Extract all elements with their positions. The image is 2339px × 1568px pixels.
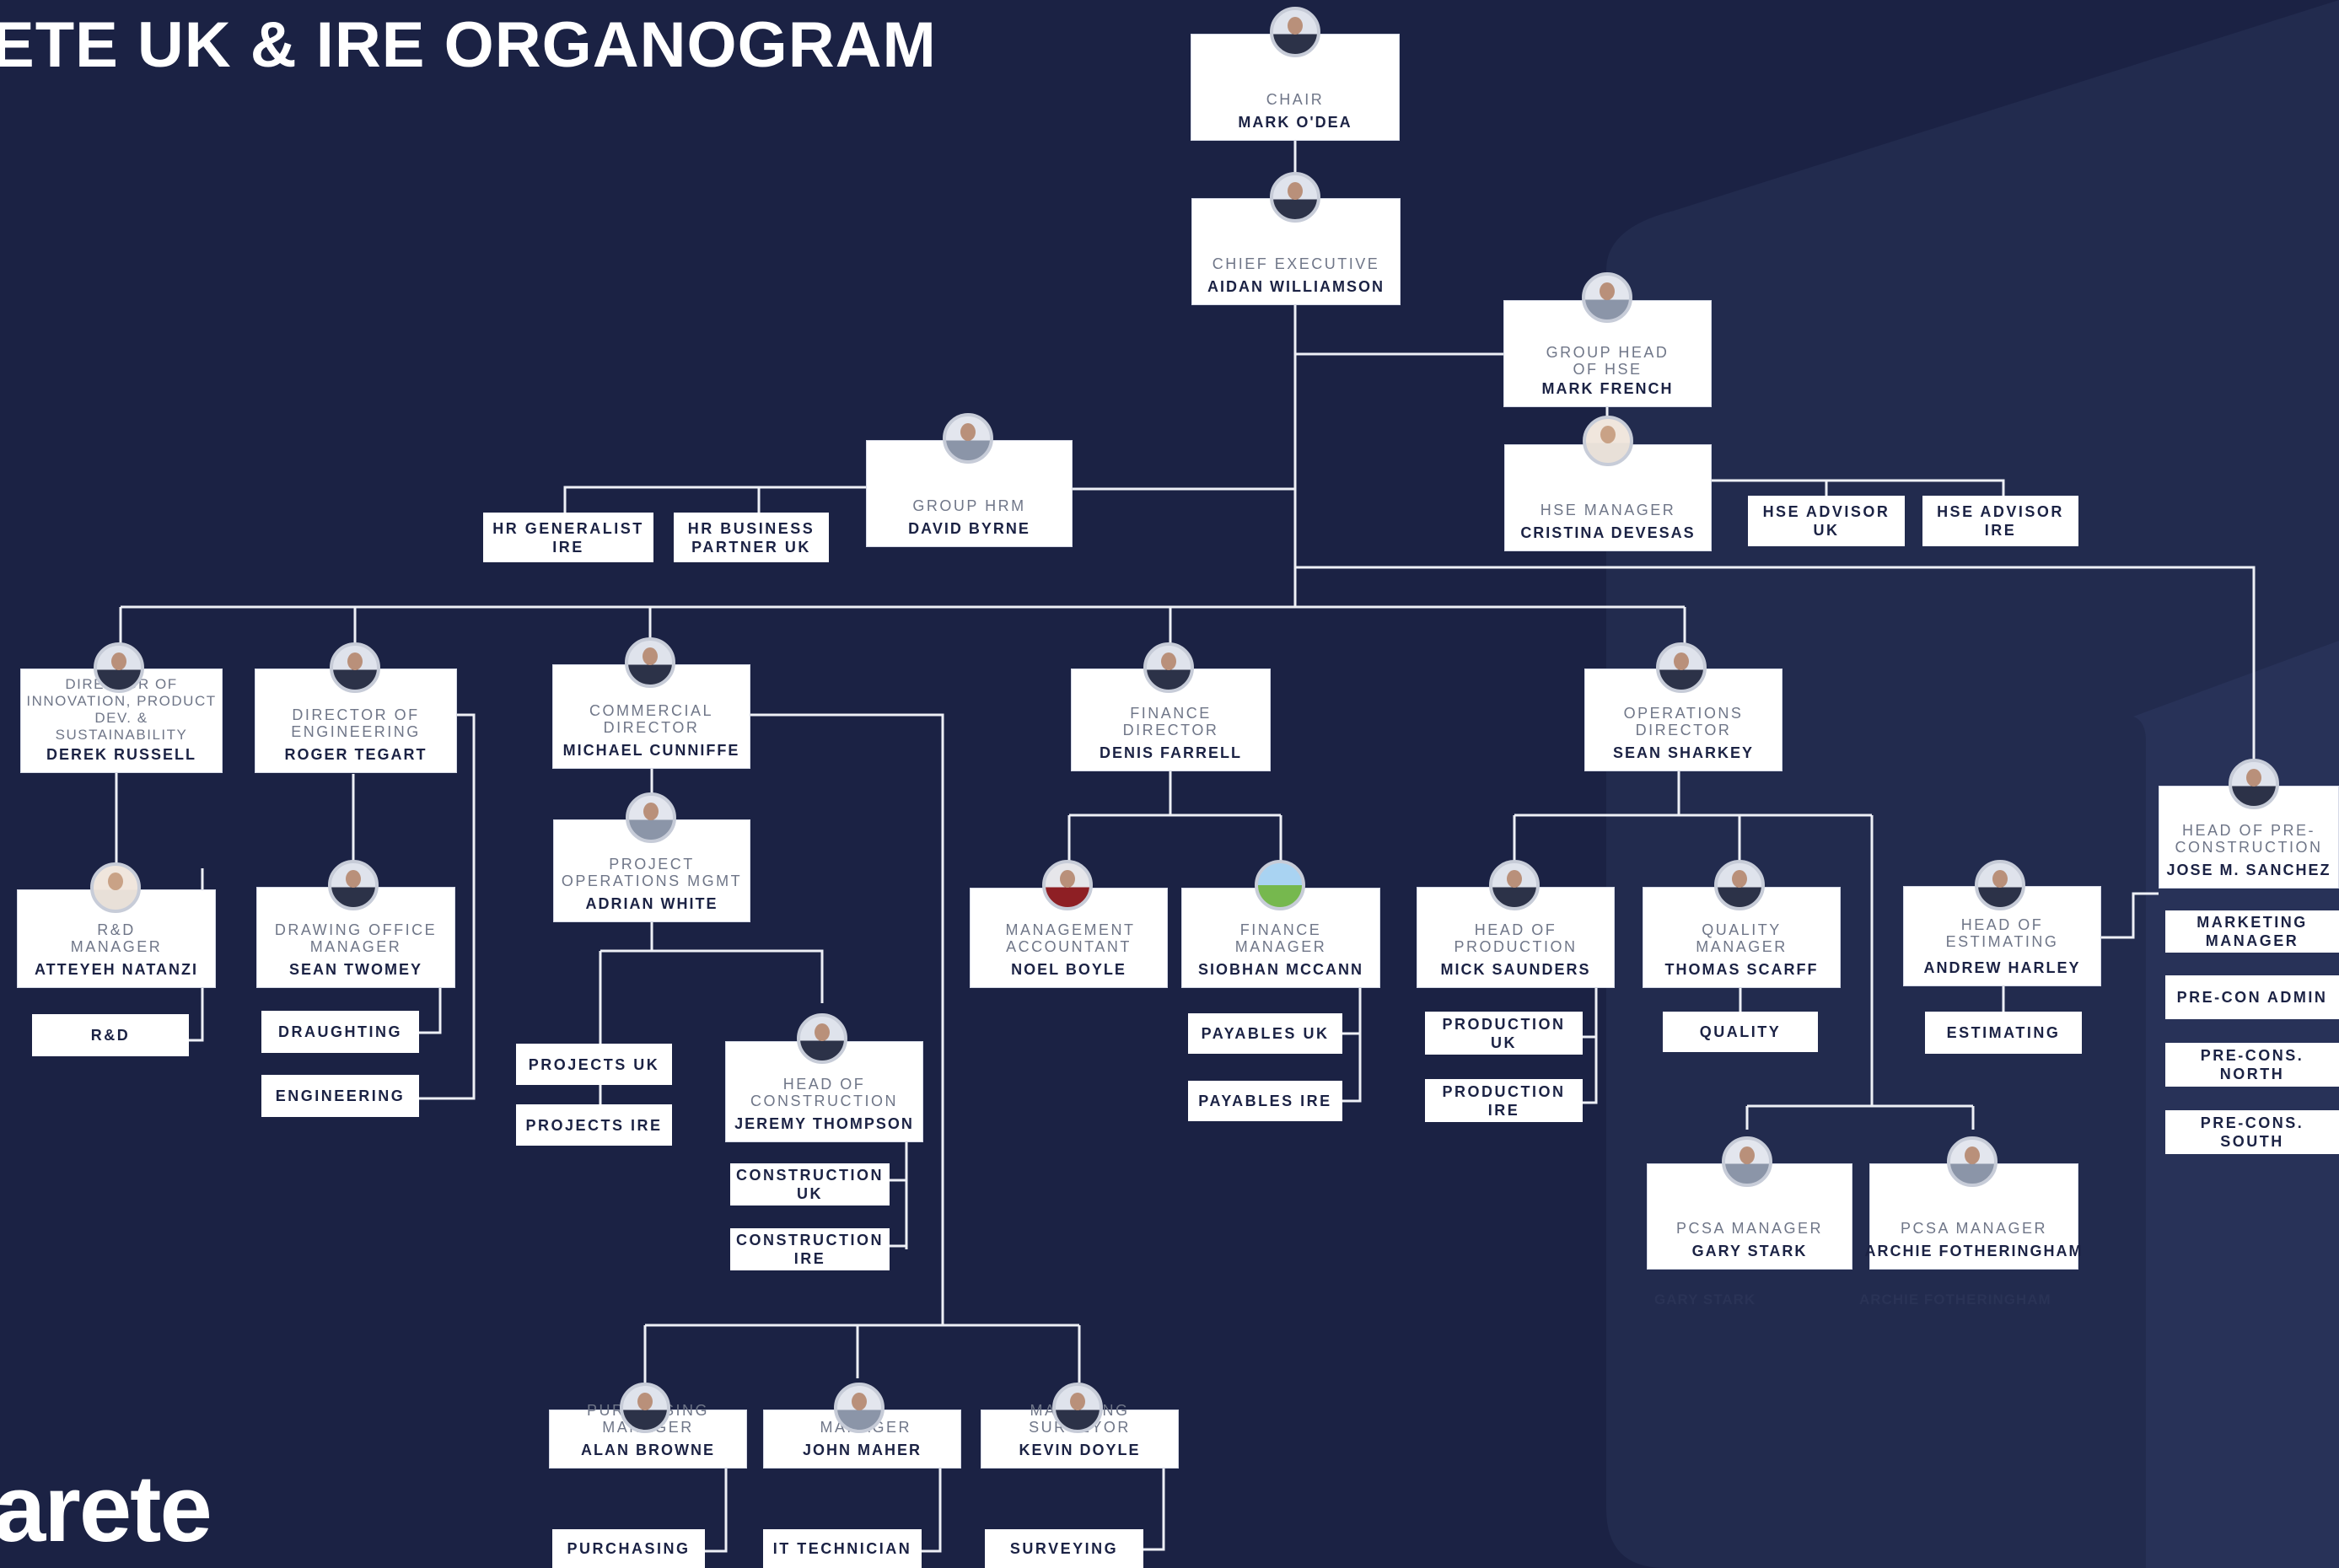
- box-payables-uk: PAYABLES UK: [1188, 1013, 1342, 1054]
- card-commercial-director: COMMERCIAL DIRECTOR MICHAEL CUNNIFFE: [552, 664, 750, 769]
- avatar: [1270, 7, 1320, 57]
- box-it-technician: IT TECHNICIAN: [763, 1529, 922, 1568]
- box-hse-advisor-uk: HSE ADVISOR UK: [1748, 496, 1905, 546]
- box-hr-business-partner: HR BUSINESS PARTNER UK: [674, 513, 829, 562]
- box-payables-ire: PAYABLES IRE: [1188, 1081, 1342, 1121]
- avatar: [625, 637, 675, 688]
- avatar: [328, 860, 379, 910]
- box-precons-north: PRE-CONS. NORTH: [2165, 1043, 2339, 1087]
- avatar: [1255, 860, 1305, 910]
- card-ceo: CHIEF EXECUTIVE AIDAN WILLIAMSON: [1191, 198, 1401, 305]
- box-draughting: DRAUGHTING: [261, 1011, 419, 1053]
- box-projects-ire: PROJECTS IRE: [516, 1104, 672, 1146]
- box-precon-admin: PRE-CON ADMIN: [2165, 975, 2339, 1019]
- avatar: [1052, 1383, 1103, 1433]
- ghost-label: ARCHIE FOTHERINGHAM: [1859, 1291, 2051, 1308]
- page-title: ETE UK & IRE ORGANOGRAM: [0, 9, 937, 81]
- box-construction-uk: CONSTRUCTION UK: [730, 1163, 890, 1206]
- box-precons-south: PRE-CONS. SOUTH: [2165, 1110, 2339, 1154]
- avatar: [834, 1383, 885, 1433]
- avatar: [90, 862, 141, 913]
- avatar: [2229, 759, 2279, 809]
- box-engineering: ENGINEERING: [261, 1075, 419, 1117]
- card-head-production: HEAD OF PRODUCTION MICK SAUNDERS: [1417, 887, 1615, 988]
- box-estimating: ESTIMATING: [1925, 1012, 2082, 1054]
- avatar: [330, 642, 380, 693]
- box-projects-uk: PROJECTS UK: [516, 1044, 672, 1085]
- avatar: [620, 1383, 670, 1433]
- card-head-estimating: HEAD OF ESTIMATING ANDREW HARLEY: [1903, 886, 2101, 986]
- ghost-label: GARY STARK: [1654, 1291, 1756, 1308]
- avatar: [1270, 172, 1320, 223]
- avatar: [1042, 860, 1093, 910]
- box-surveying: SURVEYING: [985, 1529, 1143, 1568]
- avatar: [1714, 860, 1765, 910]
- box-hse-advisor-ire: HSE ADVISOR IRE: [1922, 496, 2078, 546]
- avatar: [1582, 272, 1632, 323]
- box-construction-ire: CONSTRUCTION IRE: [730, 1228, 890, 1270]
- avatar: [943, 413, 993, 464]
- avatar: [1947, 1136, 1998, 1187]
- avatar: [626, 792, 676, 843]
- avatar: [1583, 416, 1633, 466]
- box-production-ire: PRODUCTION IRE: [1425, 1079, 1583, 1122]
- box-marketing-manager: MARKETING MANAGER: [2165, 910, 2339, 953]
- avatar: [1722, 1136, 1772, 1187]
- avatar: [94, 642, 144, 693]
- avatar: [797, 1013, 847, 1064]
- avatar: [1656, 642, 1707, 693]
- avatar: [1489, 860, 1540, 910]
- avatar: [1975, 860, 2025, 910]
- card-drawing-office: DRAWING OFFICE MANAGER SEAN TWOMEY: [256, 887, 455, 988]
- box-quality: QUALITY: [1663, 1012, 1818, 1052]
- box-production-uk: PRODUCTION UK: [1425, 1012, 1583, 1055]
- card-head-construction: HEAD OF CONSTRUCTION JEREMY THOMPSON: [725, 1041, 923, 1142]
- box-purchasing: PURCHASING: [552, 1529, 705, 1568]
- box-rd: R&D: [32, 1014, 189, 1056]
- company-logo: arete: [0, 1456, 212, 1561]
- avatar: [1143, 642, 1194, 693]
- box-hr-generalist: HR GENERALIST IRE: [483, 513, 653, 562]
